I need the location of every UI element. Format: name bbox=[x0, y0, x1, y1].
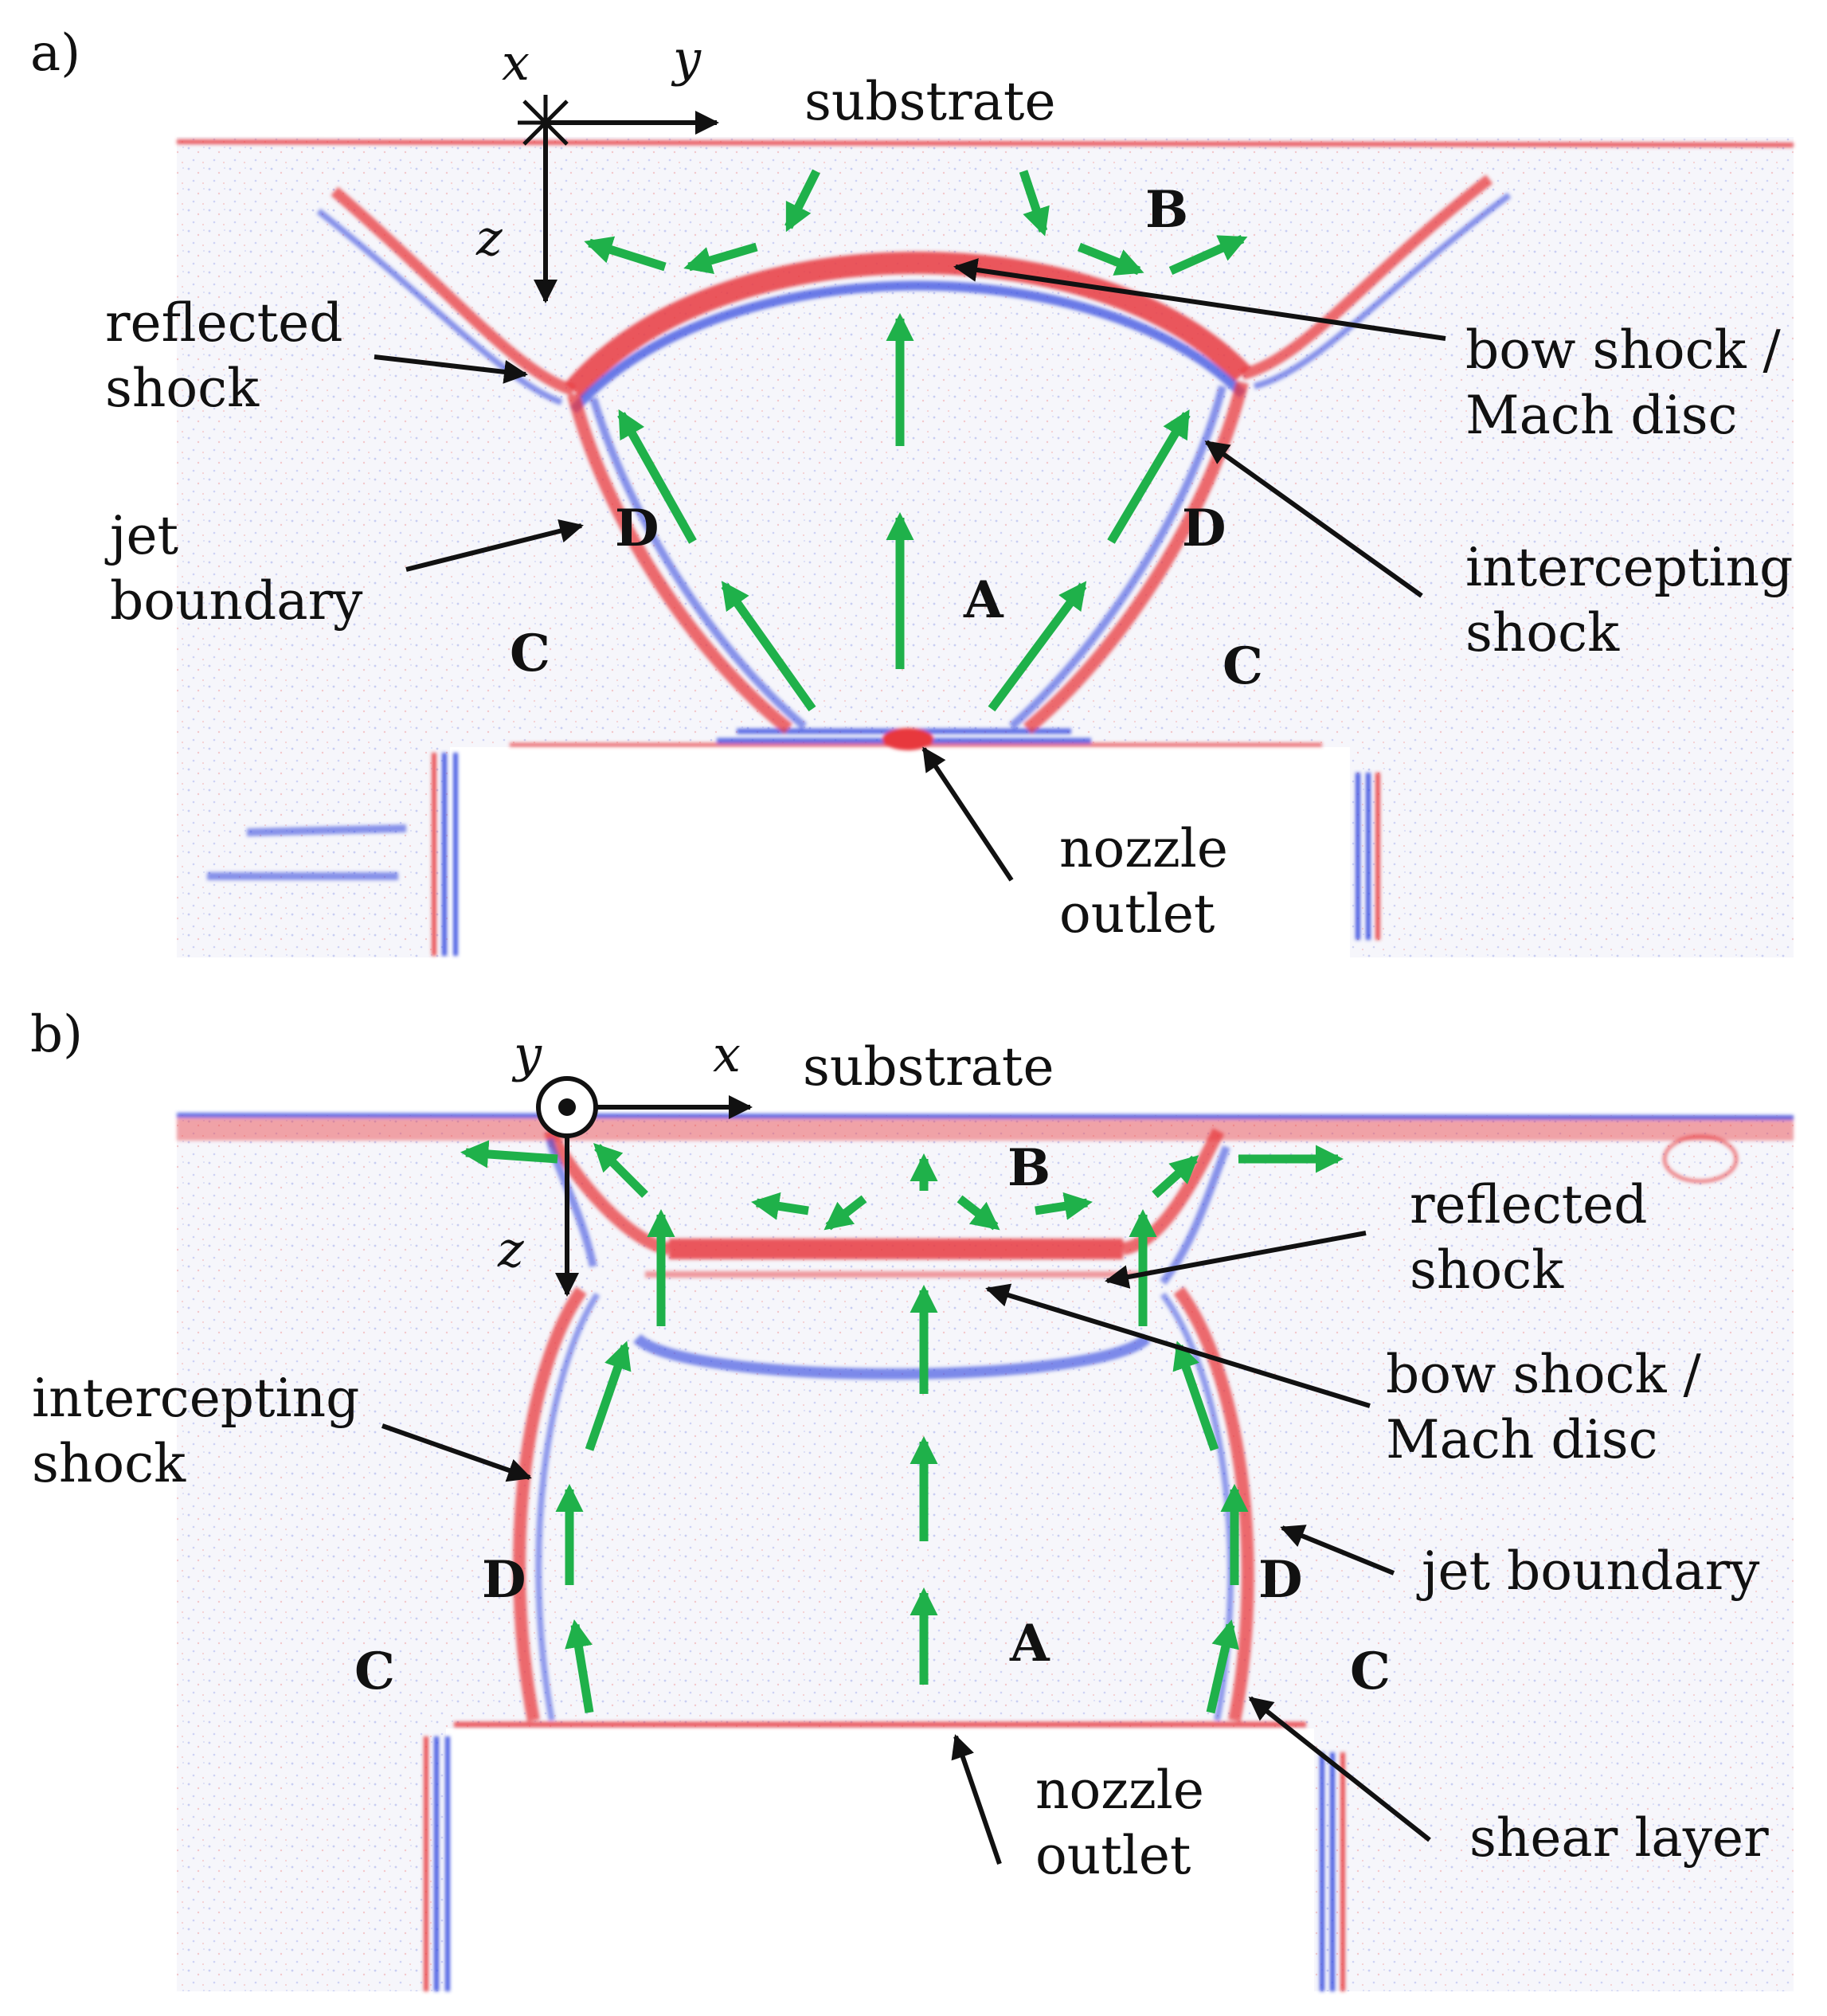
panel-b-region-b: B bbox=[1007, 1138, 1050, 1198]
panel-a-axis-x: x bbox=[502, 33, 530, 92]
panel-b-axes: y x z bbox=[497, 1025, 753, 1297]
panel-b-nozzle-wall-right bbox=[1320, 1752, 1335, 1991]
panel-a-mach-disc bbox=[565, 252, 1251, 398]
panel-a-reflected-shock-pointer bbox=[374, 354, 528, 384]
panel-a-axis-y: y bbox=[671, 29, 702, 88]
panel-b-y-out-of-page-icon bbox=[536, 1076, 598, 1138]
panel-b-jet-boundary-pointer bbox=[1280, 1525, 1395, 1576]
panel-a-reflected-shock-left bbox=[331, 186, 576, 396]
panel-b: b) bbox=[30, 1005, 1794, 1999]
panel-a-bow-shock-pointer bbox=[953, 258, 1446, 341]
panel-b-reflected-shock-pointer bbox=[1105, 1231, 1367, 1289]
panel-a-substrate-label: substrate bbox=[804, 71, 1056, 132]
panel-a-reflected-shock-right bbox=[1241, 174, 1493, 380]
panel-b-shear-layer-label: shear layer bbox=[1469, 1807, 1769, 1869]
panel-a-region-c-right: C bbox=[1223, 636, 1263, 696]
panel-a-label: a) bbox=[30, 24, 80, 83]
panel-a-nozzle-outlet-label: nozzle outlet bbox=[1059, 818, 1245, 945]
panel-b-bow-shock-label: bow shock / Mach disc bbox=[1386, 1344, 1718, 1470]
panel-a-jet-boundary-pointer bbox=[405, 519, 584, 572]
panel-a-nozzle-block bbox=[450, 747, 1350, 962]
panel-b-intercepting-shock-pointer bbox=[381, 1423, 532, 1482]
panel-a-nozzle-hotspot bbox=[882, 728, 933, 750]
panel-a-region-a: A bbox=[963, 570, 1004, 630]
panel-a-nozzle-wall-right bbox=[1356, 773, 1371, 940]
panel-a-x-into-page-icon bbox=[518, 95, 573, 151]
panel-b-nozzle-block bbox=[446, 1728, 1314, 1999]
panel-b-nozzle-outlet-label: nozzle outlet bbox=[1035, 1760, 1221, 1886]
panel-b-reflected-shock-label: reflected shock bbox=[1410, 1174, 1664, 1301]
panel-b-region-d-right: D bbox=[1258, 1550, 1303, 1610]
panel-b-reflected-shock-right bbox=[1121, 1128, 1225, 1255]
panel-a-axes: x y z bbox=[475, 29, 719, 303]
panel-b-substrate-wall bbox=[177, 1117, 1794, 1141]
panel-b-region-c-left: C bbox=[354, 1642, 395, 1701]
panel-a-region-d-right: D bbox=[1182, 499, 1226, 558]
panel-b-mach-disc bbox=[669, 1239, 1123, 1259]
panel-b-region-c-right: C bbox=[1350, 1642, 1391, 1701]
panel-b-shear-layer-pointer bbox=[1248, 1696, 1431, 1842]
panel-b-axis-z: z bbox=[497, 1220, 524, 1278]
panel-b-label: b) bbox=[30, 1005, 83, 1064]
panel-a-jet-boundary-right bbox=[1023, 381, 1249, 734]
panel-a-region-c-left: C bbox=[510, 624, 550, 683]
panel-a-region-b: B bbox=[1145, 180, 1188, 240]
panel-b-region-d-left: D bbox=[482, 1550, 526, 1610]
panel-b-substrate-vortex bbox=[1662, 1134, 1739, 1184]
panel-a-nozzle-outlet-pointer bbox=[921, 746, 1014, 882]
panel-b-axis-y: y bbox=[511, 1025, 542, 1083]
panel-a-reflected-shock-label: reflected shock bbox=[105, 292, 359, 419]
panel-b-region-a: A bbox=[1009, 1614, 1050, 1673]
panel-a-jet-boundary-label: jet boundary bbox=[104, 505, 363, 632]
panel-a-substrate-wall bbox=[176, 139, 1794, 147]
panel-a-region-d-left: D bbox=[615, 499, 659, 558]
panel-a-flow-arrows bbox=[584, 169, 1248, 712]
panel-b-nozzle-wall-left bbox=[434, 1736, 450, 1991]
panel-b-jet-boundary-label: jet boundary bbox=[1416, 1540, 1760, 1602]
panel-a-bow-shock-label: bow shock / Mach disc bbox=[1465, 319, 1798, 446]
panel-b-flow-arrows bbox=[460, 1140, 1344, 1714]
panel-a-intercepting-shock-label: intercepting shock bbox=[1465, 537, 1809, 664]
panel-b-axis-x: x bbox=[713, 1025, 741, 1083]
panel-b-jet-boundary-right bbox=[1173, 1286, 1254, 1722]
panel-a-nozzle-wall-left bbox=[442, 753, 458, 956]
panel-a-jet-boundary-left bbox=[567, 392, 792, 734]
panel-a-intercepting-shock-pointer bbox=[1204, 440, 1423, 598]
panel-b-reflected-shock-left bbox=[543, 1128, 671, 1255]
panel-a: a) bbox=[30, 24, 1809, 962]
panel-b-substrate-label: substrate bbox=[803, 1036, 1054, 1098]
panel-b-bow-shock-pointer bbox=[985, 1283, 1371, 1408]
panel-b-nozzle-outlet-pointer bbox=[951, 1734, 1002, 1865]
panel-a-axis-z: z bbox=[475, 209, 503, 267]
panel-b-intercepting-shock-label: intercepting shock bbox=[32, 1368, 376, 1494]
